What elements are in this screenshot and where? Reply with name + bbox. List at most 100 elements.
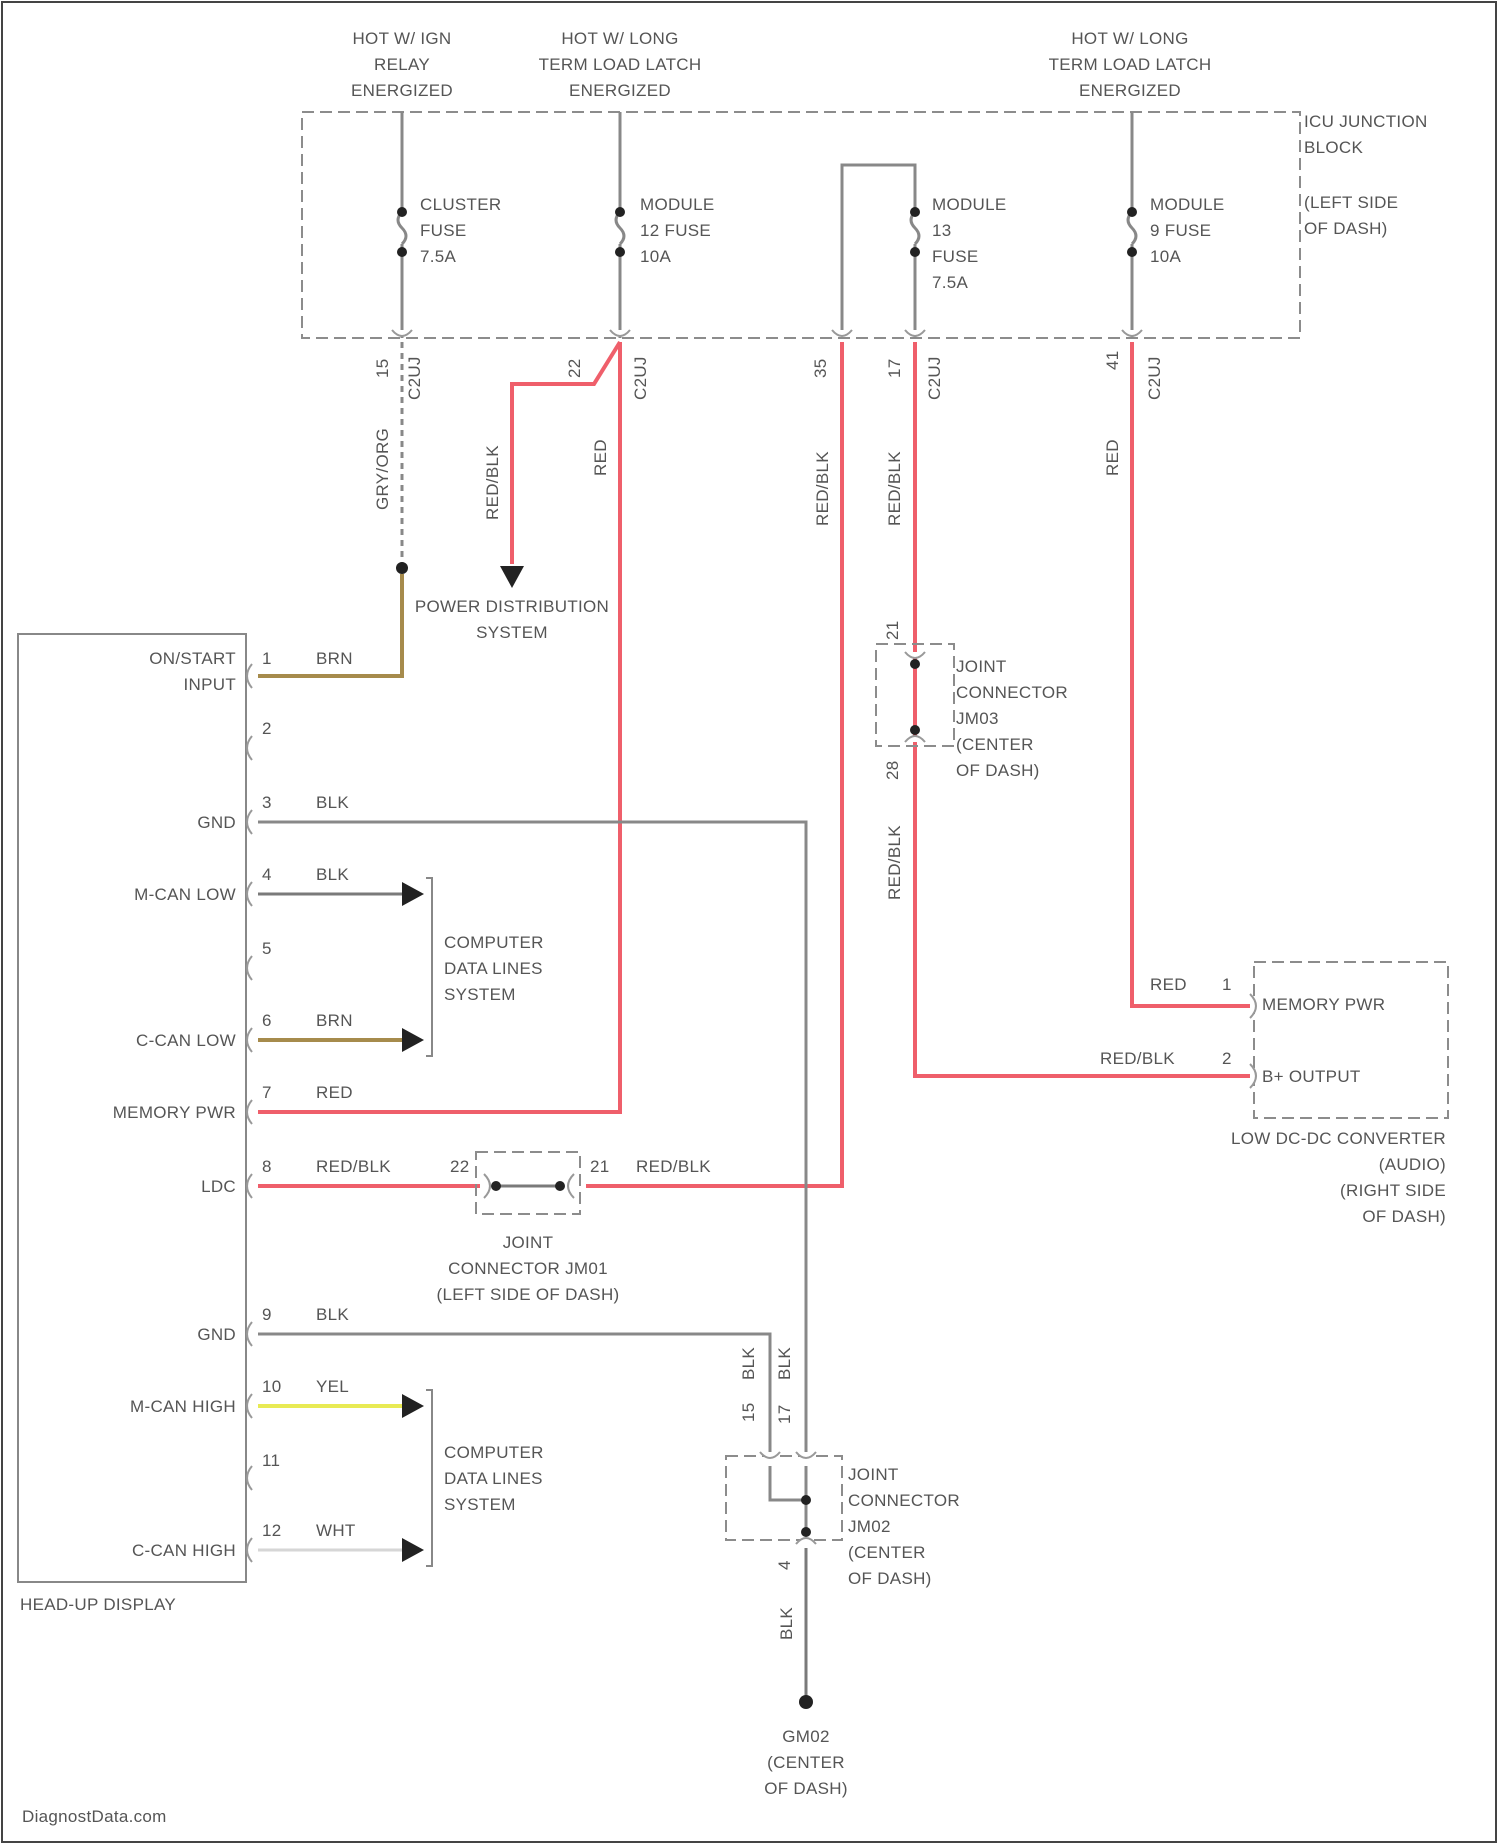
svg-text:ON/START: ON/START — [149, 649, 236, 668]
module12-fuse: MODULE 12 FUSE 10A — [615, 112, 715, 338]
svg-text:RED/BLK: RED/BLK — [813, 451, 832, 526]
svg-text:DATA LINES: DATA LINES — [444, 959, 543, 978]
svg-text:MODULE: MODULE — [1150, 195, 1225, 214]
wire-red-memory-pwr — [258, 342, 620, 1112]
svg-text:JOINT: JOINT — [848, 1465, 899, 1484]
svg-text:35: 35 — [811, 358, 830, 378]
svg-text:ENERGIZED: ENERGIZED — [1079, 81, 1181, 100]
ground-label: GM02 (CENTER OF DASH) — [764, 1727, 848, 1798]
source-label-long-term-1: HOT W/ LONG TERM LOAD LATCH ENERGIZED — [539, 29, 702, 100]
svg-text:ENERGIZED: ENERGIZED — [569, 81, 671, 100]
svg-text:LDC: LDC — [201, 1177, 236, 1196]
svg-text:15: 15 — [739, 1402, 758, 1422]
svg-text:RED/BLK: RED/BLK — [885, 825, 904, 900]
svg-text:CONNECTOR: CONNECTOR — [848, 1491, 960, 1510]
hud-pins: ON/START INPUT 1 2 GND 3 M-CAN LOW 4 5 C… — [113, 649, 282, 1562]
svg-text:CONNECTOR JM01: CONNECTOR JM01 — [448, 1259, 608, 1278]
svg-text:4: 4 — [775, 1560, 794, 1570]
svg-text:8: 8 — [262, 1157, 272, 1176]
svg-text:BLK: BLK — [739, 1347, 758, 1380]
wire-red-blk-ldc — [586, 342, 842, 1186]
svg-text:COMPUTER: COMPUTER — [444, 1443, 544, 1462]
svg-text:(CENTER: (CENTER — [956, 735, 1034, 754]
svg-text:13: 13 — [932, 221, 952, 240]
svg-text:C2UJ: C2UJ — [1145, 356, 1164, 400]
svg-text:GND: GND — [197, 1325, 236, 1344]
svg-text:RED: RED — [316, 1083, 353, 1102]
svg-text:(AUDIO): (AUDIO) — [1379, 1155, 1446, 1174]
svg-text:SYSTEM: SYSTEM — [476, 623, 548, 642]
svg-text:C2UJ: C2UJ — [631, 356, 650, 400]
svg-text:CONNECTOR: CONNECTOR — [956, 683, 1068, 702]
svg-text:ENERGIZED: ENERGIZED — [351, 81, 453, 100]
svg-text:YEL: YEL — [316, 1377, 349, 1396]
arrow-m-can-high — [402, 1394, 424, 1418]
svg-text:28: 28 — [883, 760, 902, 780]
svg-text:WHT: WHT — [316, 1521, 356, 1540]
svg-text:9: 9 — [262, 1305, 272, 1324]
computer-data-lines-lower: COMPUTER DATA LINES SYSTEM — [426, 1390, 544, 1566]
source-label-ign-relay: HOT W/ IGN RELAY ENERGIZED — [351, 29, 453, 100]
svg-text:JOINT: JOINT — [503, 1233, 554, 1252]
power-distribution-label: POWER DISTRIBUTION SYSTEM — [415, 597, 609, 642]
wire-red-ldc-memory — [1132, 342, 1250, 1006]
arrow-c-can-low — [402, 1028, 424, 1052]
svg-text:4: 4 — [262, 865, 272, 884]
svg-text:RED/BLK: RED/BLK — [316, 1157, 391, 1176]
svg-text:C-CAN HIGH: C-CAN HIGH — [132, 1541, 236, 1560]
svg-text:B+ OUTPUT: B+ OUTPUT — [1262, 1067, 1361, 1086]
svg-text:C2UJ: C2UJ — [925, 356, 944, 400]
svg-text:RED/BLK: RED/BLK — [483, 445, 502, 520]
svg-text:(CENTER: (CENTER — [848, 1543, 926, 1562]
svg-text:21: 21 — [883, 620, 902, 640]
svg-text:MEMORY PWR: MEMORY PWR — [1262, 995, 1385, 1014]
svg-text:41: 41 — [1103, 350, 1122, 370]
svg-text:10A: 10A — [1150, 247, 1182, 266]
svg-text:RED: RED — [591, 439, 610, 476]
source-label-long-term-2: HOT W/ LONG TERM LOAD LATCH ENERGIZED — [1049, 29, 1212, 100]
joint-connector-jm03: 21 28 JOINT CONNECTOR JM03 (CENTER OF DA… — [876, 620, 1068, 780]
svg-text:12: 12 — [262, 1521, 282, 1540]
junction-block-pins: 15 C2UJ 22 C2UJ 35 17 C2UJ 41 C2UJ — [373, 330, 1164, 400]
head-up-display-label: HEAD-UP DISPLAY — [20, 1595, 176, 1614]
svg-text:M-CAN LOW: M-CAN LOW — [134, 885, 236, 904]
svg-text:HOT W/ LONG: HOT W/ LONG — [561, 29, 678, 48]
svg-text:17: 17 — [775, 1404, 794, 1424]
svg-text:C2UJ: C2UJ — [405, 356, 424, 400]
module9-fuse: MODULE 9 FUSE 10A — [1127, 112, 1225, 338]
svg-text:JM03: JM03 — [956, 709, 999, 728]
computer-data-lines-upper: COMPUTER DATA LINES SYSTEM — [426, 878, 544, 1056]
svg-text:JM02: JM02 — [848, 1517, 891, 1536]
svg-text:BLOCK: BLOCK — [1304, 138, 1363, 157]
svg-text:FUSE: FUSE — [932, 247, 979, 266]
svg-text:MODULE: MODULE — [640, 195, 715, 214]
svg-text:6: 6 — [262, 1011, 272, 1030]
svg-text:DATA LINES: DATA LINES — [444, 1469, 543, 1488]
svg-text:GM02: GM02 — [782, 1727, 830, 1746]
svg-text:OF DASH): OF DASH) — [764, 1779, 848, 1798]
svg-text:RED/BLK: RED/BLK — [636, 1157, 711, 1176]
svg-text:7.5A: 7.5A — [932, 273, 969, 292]
module13-fuse: MODULE 13 FUSE 7.5A — [842, 165, 1007, 338]
svg-text:RED: RED — [1103, 439, 1122, 476]
svg-text:RED: RED — [1150, 975, 1187, 994]
watermark: DiagnostData.com — [22, 1807, 167, 1826]
svg-text:HOT W/ LONG: HOT W/ LONG — [1071, 29, 1188, 48]
svg-text:1: 1 — [262, 649, 272, 668]
svg-text:TERM LOAD LATCH: TERM LOAD LATCH — [539, 55, 702, 74]
junction-block-label: ICU JUNCTION BLOCK (LEFT SIDE OF DASH) — [1304, 112, 1428, 238]
svg-text:12 FUSE: 12 FUSE — [640, 221, 711, 240]
svg-text:BLK: BLK — [316, 793, 349, 812]
svg-text:BLK: BLK — [316, 865, 349, 884]
svg-text:10A: 10A — [640, 247, 672, 266]
svg-text:5: 5 — [262, 939, 272, 958]
svg-text:BRN: BRN — [316, 1011, 353, 1030]
joint-connector-jm01: 22 21 JOINT CONNECTOR JM01 (LEFT SIDE OF… — [437, 1152, 620, 1304]
svg-text:17: 17 — [885, 358, 904, 378]
svg-text:LOW DC-DC CONVERTER: LOW DC-DC CONVERTER — [1231, 1129, 1446, 1148]
svg-text:22: 22 — [450, 1157, 470, 1176]
svg-text:GND: GND — [197, 813, 236, 832]
svg-text:M-CAN HIGH: M-CAN HIGH — [130, 1397, 236, 1416]
joint-connector-jm02: 4 JOINT CONNECTOR JM02 (CENTER OF DASH) — [726, 1452, 960, 1588]
